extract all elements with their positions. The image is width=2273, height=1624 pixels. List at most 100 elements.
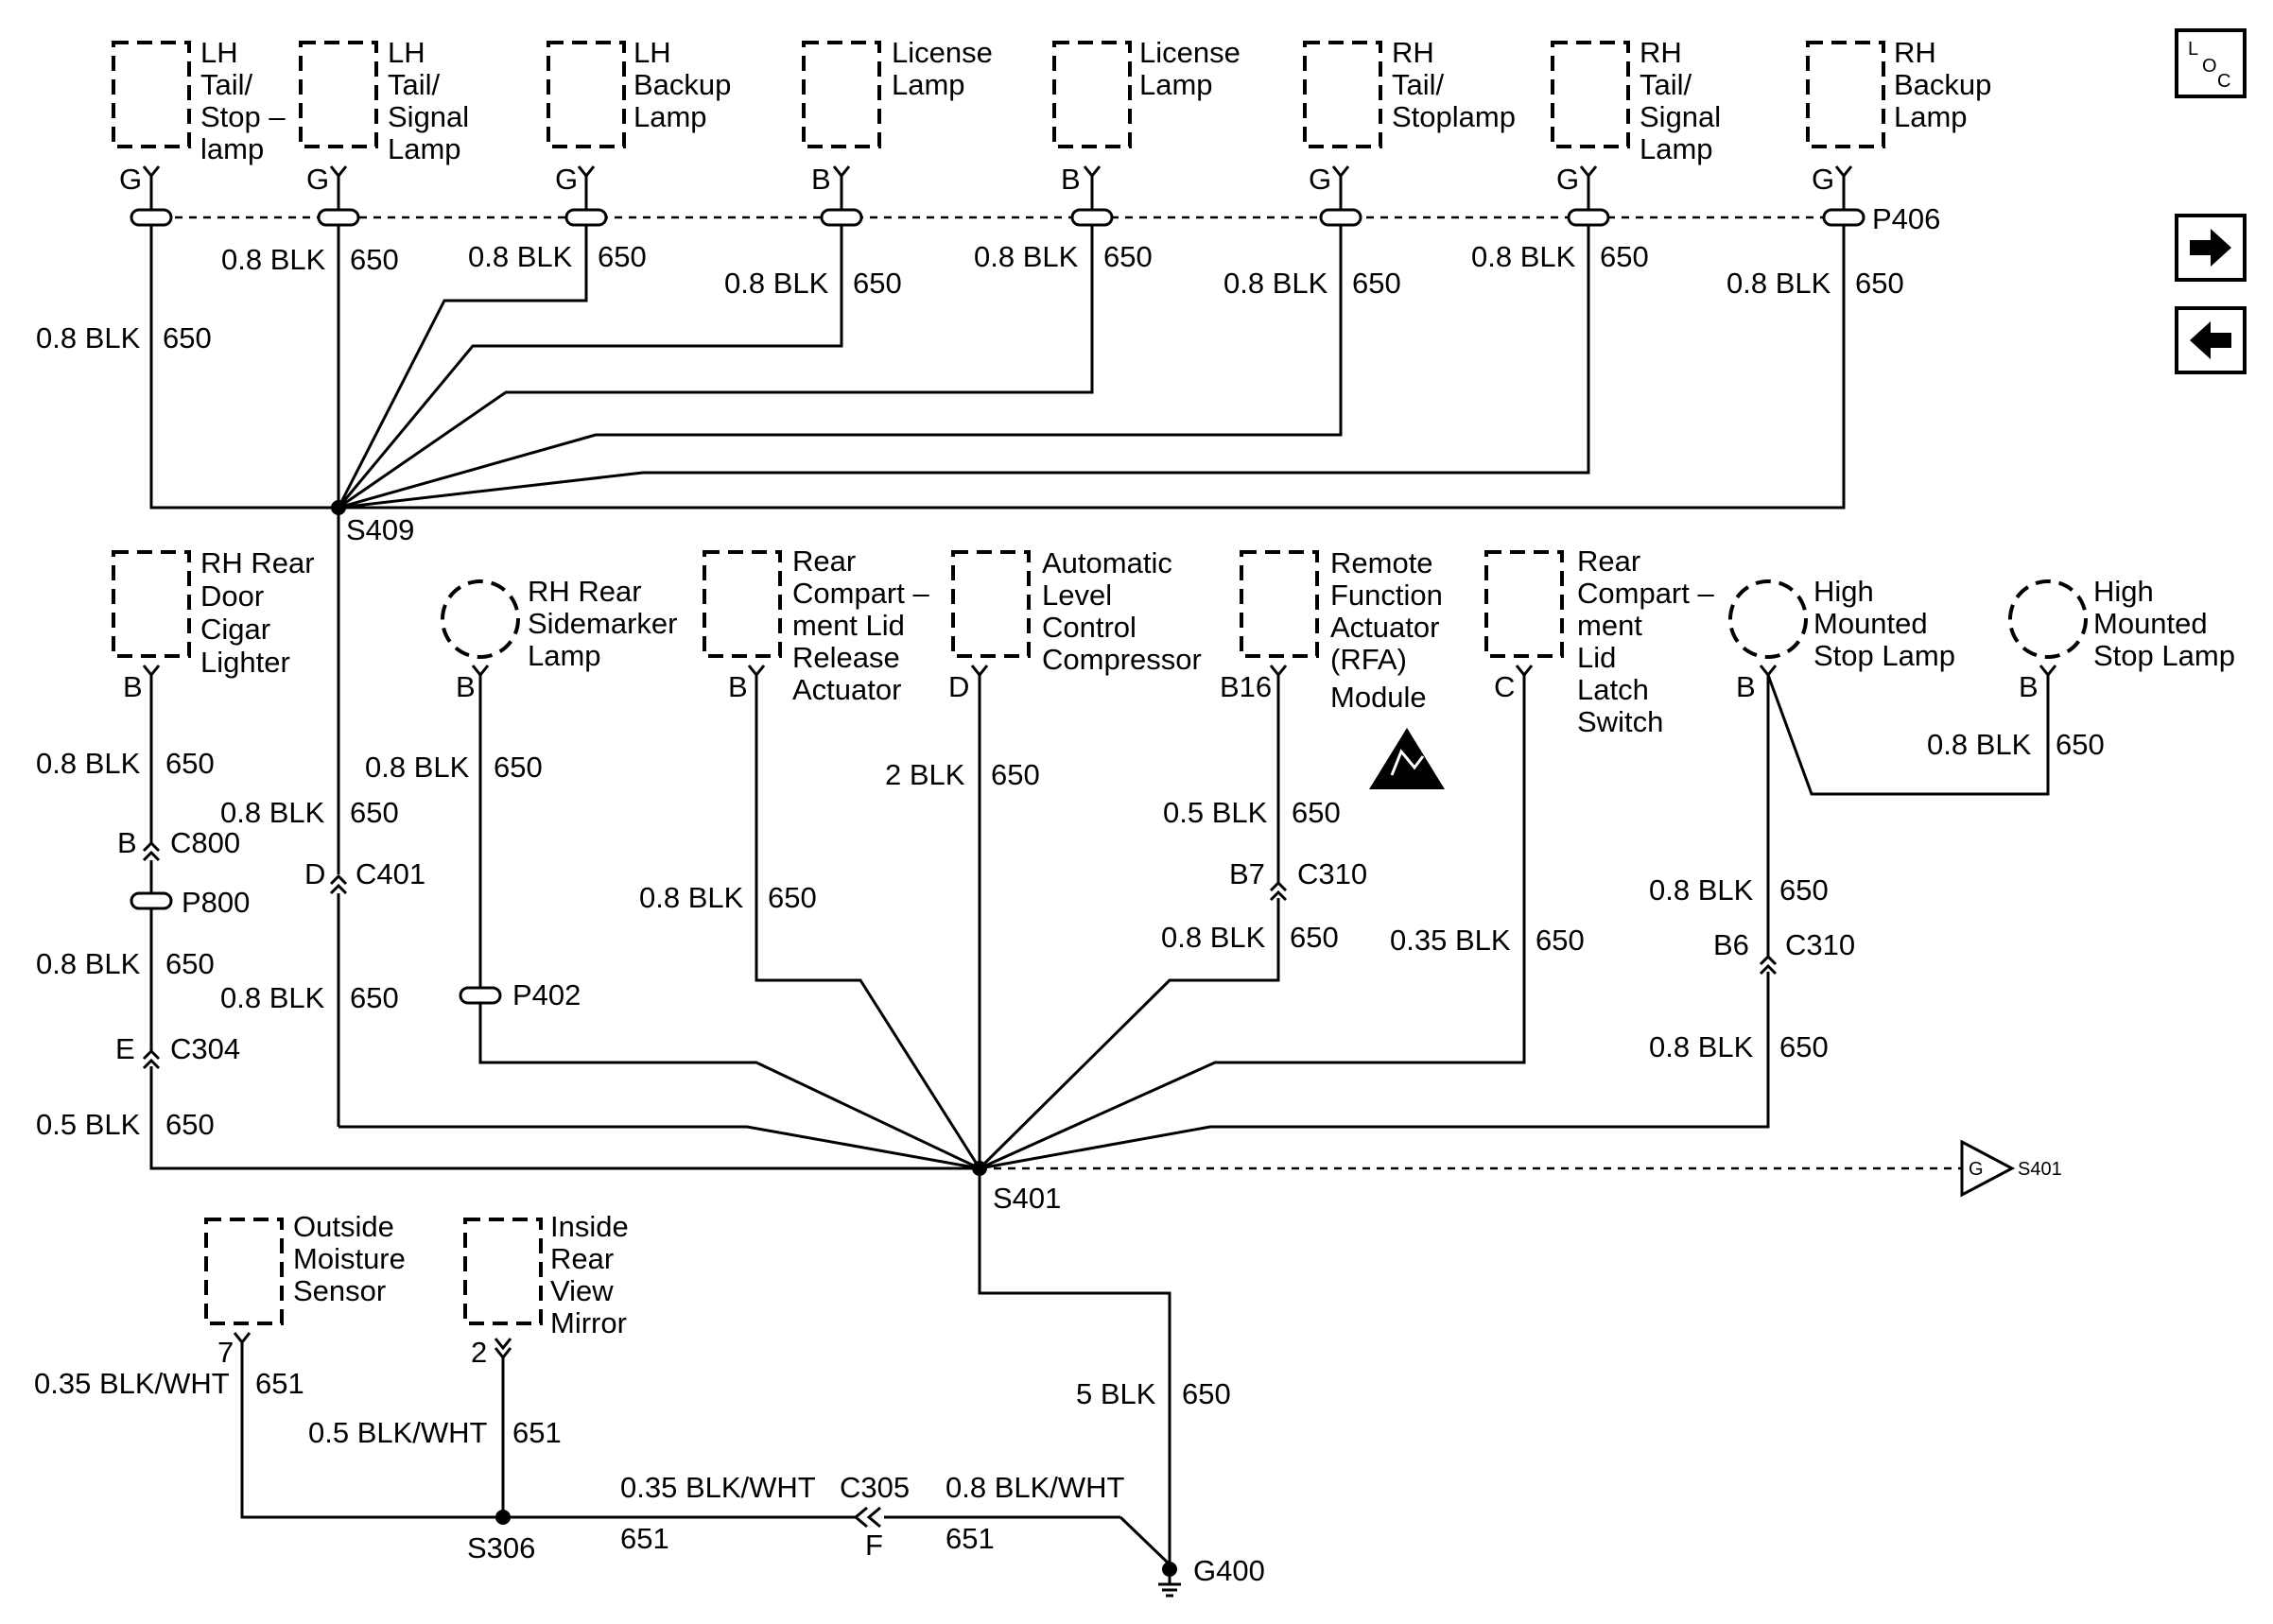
circuit-label: 650 — [1779, 1030, 1829, 1063]
g400-ground-icon — [1158, 1562, 1181, 1598]
component-label: Rear — [792, 544, 856, 578]
component-label: Inside — [550, 1210, 629, 1243]
pin-label: B — [123, 670, 143, 703]
pin-label: B — [728, 670, 748, 703]
component-label: Actuator — [792, 673, 901, 706]
loc-letter: C — [2217, 71, 2230, 92]
connector-pin: E — [115, 1032, 135, 1065]
component-label: Control — [1042, 611, 1136, 644]
s401-splice — [972, 1161, 987, 1176]
loc-letter: O — [2202, 56, 2217, 77]
circuit-label: 650 — [350, 981, 399, 1014]
component-label: Stop Lamp — [2093, 639, 2235, 672]
component-label: Switch — [1577, 705, 1663, 738]
circuit-label: 651 — [512, 1416, 562, 1449]
component-label: Remote — [1330, 546, 1433, 579]
component-label: Compressor — [1042, 643, 1202, 676]
middle-pin-labels: B B B D B16 C B B — [123, 670, 2039, 703]
component-label: Sidemarker — [528, 607, 678, 640]
middle-wire-labels: 0.8 BLK 650 0.8 BLK 650 0.5 BLK 650 0.8 … — [36, 728, 2105, 1410]
s401-label: S401 — [993, 1182, 1061, 1215]
component-label: RH — [1640, 36, 1682, 69]
component-label: License — [1139, 36, 1241, 69]
bottom-wire-labels: 0.35 BLK/WHT 651 0.5 BLK/WHT 651 0.35 BL… — [34, 1367, 1125, 1555]
wire-size-label: 0.8 BLK — [1649, 1030, 1754, 1063]
connector-label: C304 — [170, 1032, 240, 1065]
wire-size-label: 2 BLK — [885, 758, 965, 791]
pin-label: G — [119, 163, 142, 196]
component-label: Backup — [1894, 68, 1991, 101]
lh-tail-stoplamp: LH Tail/ Stop – lamp — [112, 36, 286, 165]
wire-size-label: 0.8 BLK — [220, 981, 325, 1014]
automatic-level-control-compressor: Automatic Level Control Compressor — [951, 546, 1202, 676]
connector-label: P402 — [512, 978, 581, 1011]
component-label: ment Lid — [792, 609, 905, 642]
circuit-label: 650 — [165, 1108, 215, 1141]
connector-pin: B — [117, 826, 137, 859]
component-label: Lamp — [1640, 132, 1713, 165]
c305-pin: F — [865, 1529, 883, 1562]
connector-labels: B C800 P800 D C401 E C304 P402 B7 C310 B… — [115, 826, 1855, 1065]
s401-ref-label: S401 — [2018, 1159, 2062, 1180]
wire-size-label: 0.8 BLK — [221, 243, 326, 276]
next-page-button[interactable] — [2175, 214, 2247, 282]
wire-size-label: 0.8 BLK — [36, 947, 141, 980]
pin-label: B — [811, 163, 831, 196]
component-label: Lamp — [1139, 68, 1213, 101]
component-label: RH Rear — [528, 575, 642, 608]
s306-label: S306 — [467, 1531, 535, 1564]
circuit-label: 650 — [1292, 796, 1341, 829]
component-label: Stop Lamp — [1813, 639, 1955, 672]
circuit-label: 650 — [1855, 267, 1904, 300]
component-label: Outside — [293, 1210, 394, 1243]
arrow-left-icon — [2190, 321, 2231, 359]
wire-size-label: 0.8 BLK — [974, 240, 1079, 273]
circuit-label: 650 — [1290, 921, 1339, 954]
component-label: Tail/ — [1392, 68, 1445, 101]
previous-page-button[interactable] — [2175, 306, 2247, 374]
component-label: Cigar — [200, 613, 270, 646]
component-label: RH Rear — [200, 546, 315, 579]
pin-label: G — [555, 163, 578, 196]
top-terminals — [142, 165, 1853, 179]
component-label: Tail/ — [200, 68, 253, 101]
circuit-label: 650 — [768, 881, 817, 914]
component-label: Automatic — [1042, 546, 1172, 579]
wire-size-label: 0.8 BLK — [1161, 921, 1266, 954]
connector-label: C310 — [1297, 857, 1367, 890]
component-label: Lighter — [200, 646, 290, 679]
component-label: License — [892, 36, 993, 69]
component-label: lamp — [200, 132, 264, 165]
license-lamp-right: License Lamp — [1052, 36, 1241, 148]
wire-size-label: 0.8 BLK — [1726, 267, 1831, 300]
wire-size-label: 0.8 BLK — [1223, 267, 1328, 300]
p406-label: P406 — [1872, 202, 1940, 235]
loc-letter: L — [2188, 39, 2198, 60]
bottom-pin-labels: 7 2 — [217, 1336, 487, 1369]
component-label: RH — [1392, 36, 1434, 69]
circuit-label: 650 — [853, 267, 902, 300]
component-label: High — [2093, 575, 2154, 608]
component-label: Lid — [1577, 641, 1616, 674]
top-pin-labels: G G G B B G G G — [119, 163, 1834, 196]
component-label: Mounted — [2093, 607, 2208, 640]
inline-connectors — [130, 840, 1778, 1070]
rh-tail-stoplamp: RH Tail/ Stoplamp — [1303, 36, 1516, 148]
pin-label: G — [306, 163, 329, 196]
component-label: ment — [1577, 609, 1642, 642]
rear-compartment-lid-release-actuator: Rear Compart – ment Lid Release Actuator — [703, 544, 929, 706]
wire-size-label: 0.8 BLK — [1471, 240, 1576, 273]
component-label: Lamp — [1894, 100, 1968, 133]
loc-icon[interactable]: L O C — [2175, 28, 2247, 98]
pin-label: B16 — [1220, 670, 1272, 703]
component-label: Stoplamp — [1392, 100, 1516, 133]
s401-reference-symbol: G S401 — [1960, 1139, 2062, 1198]
component-label: RH — [1894, 36, 1936, 69]
g400-label: G400 — [1193, 1554, 1265, 1587]
pin-label: 2 — [471, 1336, 487, 1369]
top-wire-labels: 0.8 BLK 650 0.8 BLK 650 0.8 BLK 650 0.8 … — [36, 240, 1904, 354]
component-label: High — [1813, 575, 1874, 608]
inside-rear-view-mirror: Inside Rear View Mirror — [463, 1210, 629, 1339]
circuit-label: 650 — [1600, 240, 1649, 273]
top-wires — [149, 176, 1846, 874]
